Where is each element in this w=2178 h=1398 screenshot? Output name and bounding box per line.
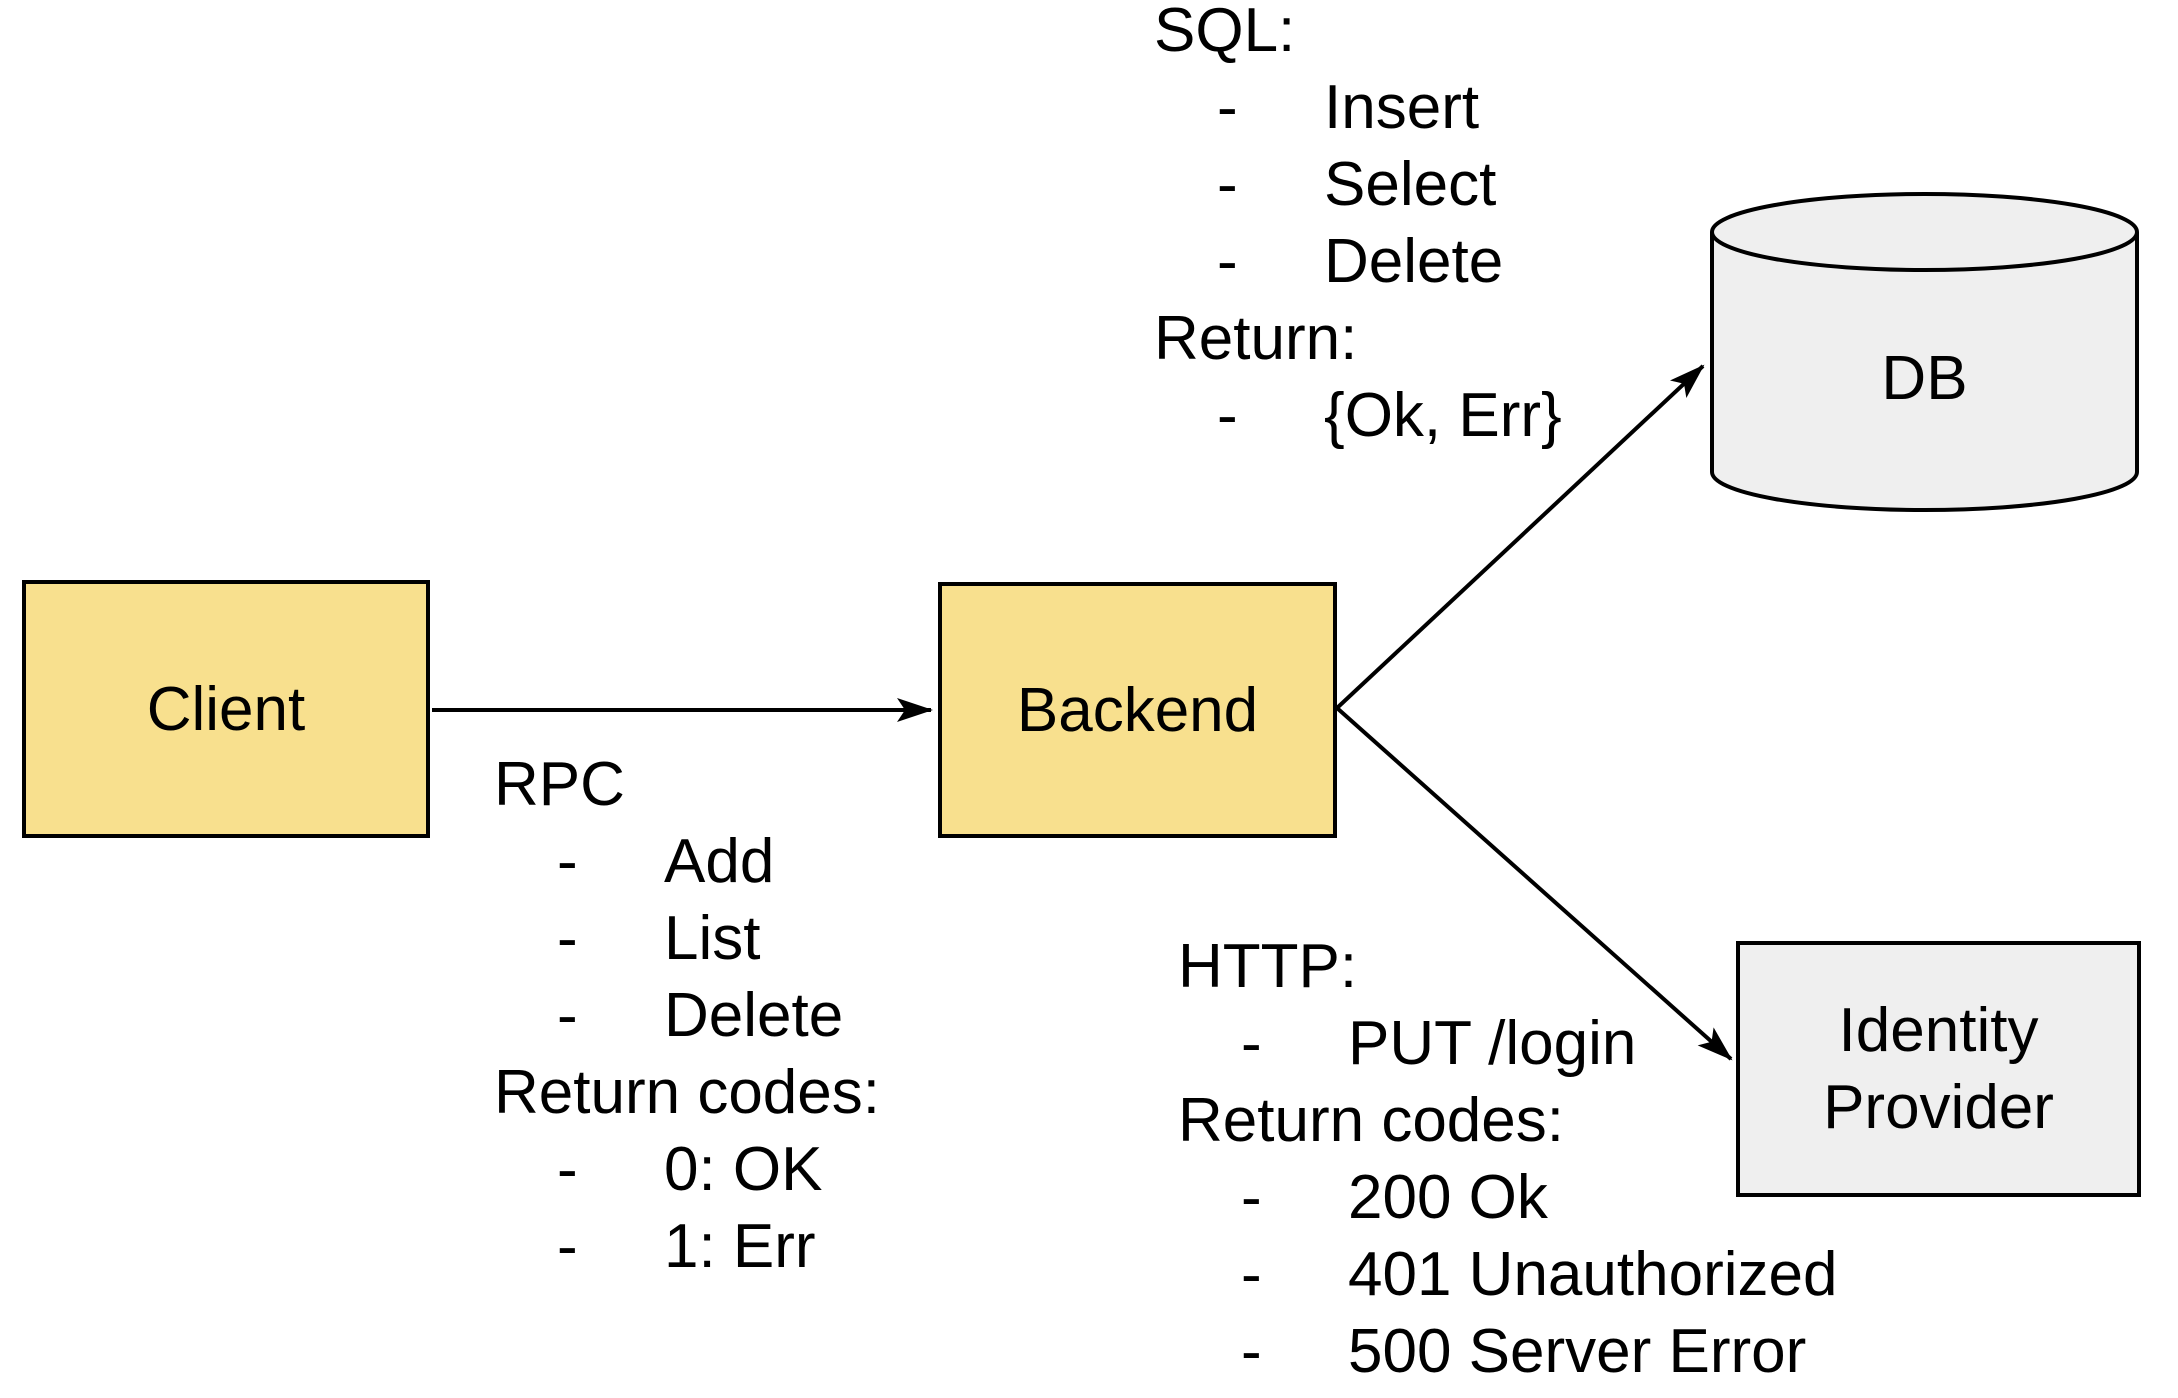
bullet-dash: - (557, 904, 578, 973)
sql-item-text: Insert (1324, 73, 1480, 142)
sql-return-title: Return: (1154, 304, 1358, 373)
bullet-dash: - (1217, 381, 1238, 450)
http-edge-label: HTTP: -PUT /login Return codes: -200 Ok … (1178, 928, 1837, 1390)
client-node-label: Client (146, 674, 306, 744)
bullet-dash: - (557, 1135, 578, 1204)
rpc-return-title: Return codes: (494, 1058, 880, 1127)
rpc-title: RPC (494, 750, 625, 819)
bullet-dash: - (1217, 227, 1238, 296)
sql-return-item: - {Ok, Err} (1154, 377, 1562, 454)
sql-edge-label: SQL: - Insert - Select - Delete Return: - {O… (1154, 0, 1562, 454)
http-item-text: PUT /login (1348, 1009, 1637, 1078)
sql-item-text: Delete (1324, 227, 1504, 296)
backend-node: Backend (938, 582, 1337, 838)
bullet-dash: - (1241, 1317, 1262, 1386)
rpc-item: - List (494, 900, 880, 977)
rpc-item-text: Delete (664, 981, 844, 1050)
rpc-item: - Delete (494, 977, 880, 1054)
client-node: Client (22, 580, 430, 838)
http-return-item: - 500 Server Error (1178, 1313, 1837, 1390)
bullet-dash: - (1241, 1240, 1262, 1309)
http-return-item-text: 500 Server Error (1348, 1317, 1807, 1386)
sql-item-text: Select (1324, 150, 1497, 219)
rpc-item-text: Add (664, 827, 775, 896)
sql-return-item-text: {Ok, Err} (1324, 381, 1562, 450)
http-return-item: - 401 Unauthorized (1178, 1236, 1837, 1313)
db-node-label: DB (1881, 344, 1968, 413)
rpc-return-item-text: 1: Err (664, 1212, 816, 1281)
http-return-title: Return codes: (1178, 1086, 1564, 1155)
rpc-item-text: List (664, 904, 761, 973)
rpc-return-item: - 0: OK (494, 1131, 880, 1208)
sql-item: - Delete (1154, 223, 1562, 300)
db-cylinder-front-rim (1710, 231, 2139, 272)
sql-title: SQL: (1154, 0, 1296, 65)
http-title: HTTP: (1178, 932, 1358, 1001)
sql-item: - Insert (1154, 69, 1562, 146)
db-cylinder (1710, 192, 2139, 512)
identity-provider-node: Identity Provider (1736, 941, 2141, 1197)
http-item: - PUT /login (1178, 1005, 1837, 1082)
rpc-return-item-text: 0: OK (664, 1135, 823, 1204)
http-return-item-text: 401 Unauthorized (1348, 1240, 1838, 1309)
bullet-dash: - (1241, 1163, 1262, 1232)
arrow-backend-to-identity-provider (1335, 706, 1733, 1061)
http-return-item: - 200 Ok (1178, 1159, 1837, 1236)
sql-item: - Select (1154, 146, 1562, 223)
bullet-dash: - (557, 981, 578, 1050)
http-return-item-text: 200 Ok (1348, 1163, 1548, 1232)
identity-provider-node-label: Identity Provider (1823, 996, 2054, 1142)
rpc-edge-label: RPC - Add - List - Delete Return codes: - 0:… (494, 746, 880, 1285)
rpc-item: - Add (494, 823, 880, 900)
rpc-return-item: - 1: Err (494, 1208, 880, 1285)
bullet-dash: - (1241, 1009, 1262, 1078)
backend-node-label: Backend (1016, 675, 1259, 745)
arrow-backend-to-db (1335, 364, 1705, 710)
bullet-dash: - (557, 827, 578, 896)
bullet-dash: - (1217, 150, 1238, 219)
bullet-dash: - (1217, 73, 1238, 142)
bullet-dash: - (557, 1212, 578, 1281)
